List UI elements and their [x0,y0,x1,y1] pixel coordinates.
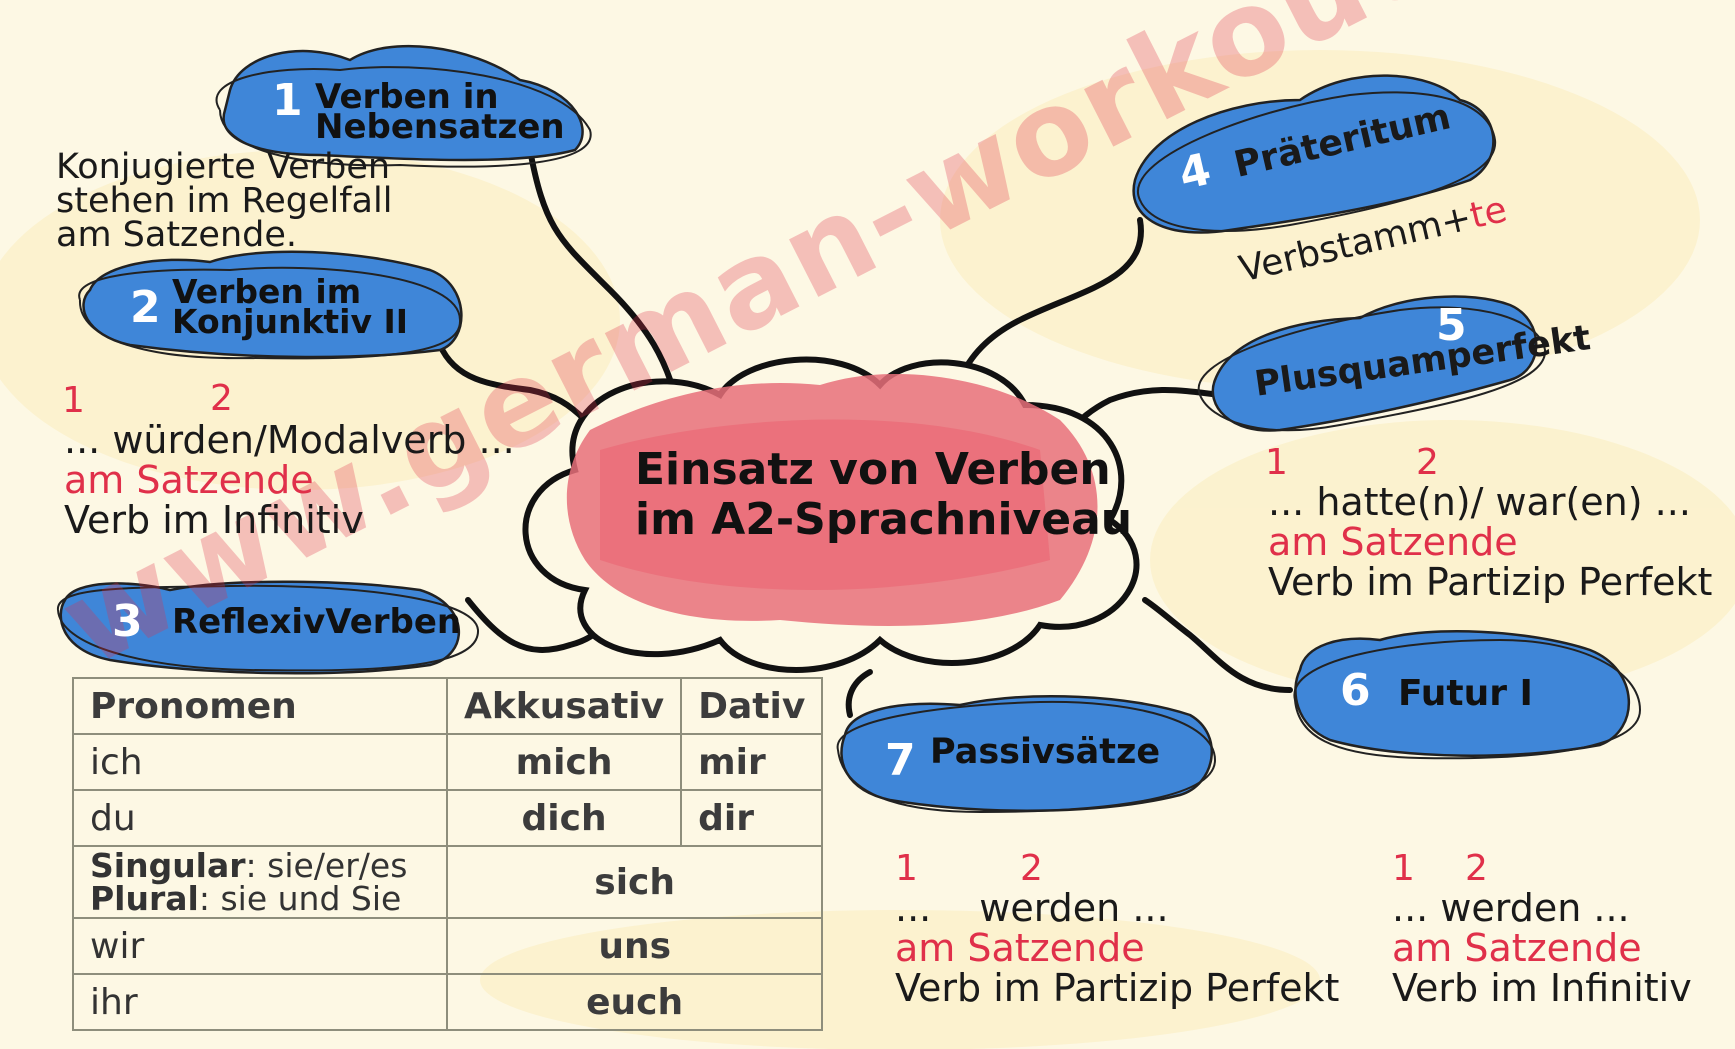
node-5-line-2: am Satzende [1268,520,1518,564]
node-6-line-1: ... werden ... [1392,886,1630,930]
node-1-number: 1 [272,75,303,126]
cell-akk-dativ: sich [445,845,824,919]
node-2-title: Verben im Konjunktiv II [172,272,409,341]
reflexive-pronoun-table: Pronomen Akkusativ Dativ ich mich mir du… [72,677,824,1031]
cloud-3 [59,580,460,675]
cell-dativ: dir [680,789,824,847]
cell-akk-dativ: uns [445,917,824,975]
cloud-6 [1294,630,1631,757]
label-plural: Plural [90,879,199,918]
node-6-mark-1: 1 [1392,848,1415,889]
node-1-title-line-2: Nebensatzen [315,107,565,147]
center-cloud [522,356,1140,673]
node-2-line-1: ... würden/Modalverb ... [64,418,515,462]
center-title-line-2: im A2-Sprachniveau [635,494,1133,545]
node-7-line-3: Verb im Partizip Perfekt [895,966,1340,1010]
node-2-mark-2: 2 [210,378,233,419]
node-3-title: ReflexivVerben [172,602,462,642]
node-1-text-line-1: Konjugierte Verben [56,147,391,187]
table-row: wir uns [72,917,824,975]
cloud-outlines [56,66,1642,814]
branch-2 [437,342,588,423]
cloud-shapes [59,44,1631,812]
node-1-title: Verben in Nebensatzen [315,77,565,147]
header-pronomen: Pronomen [72,677,448,735]
branch-4 [957,217,1144,383]
table-row: du dich dir [72,789,824,847]
header-akkusativ: Akkusativ [445,677,683,735]
header-dativ: Dativ [680,677,824,735]
node-7-line-1-a: ... [895,886,932,930]
node-6-mark-2: 2 [1465,848,1488,889]
node-7-line-2: am Satzende [895,926,1145,970]
node-2-mark-1: 1 [62,380,85,421]
node-1-text-line-2: stehen im Regelfall [56,181,393,221]
node-6-line-3: Verb im Infinitiv [1392,966,1692,1010]
cell-pronoun: wir [72,917,448,975]
cloud-1 [222,44,584,162]
node-5-line-3: Verb im Partizip Perfekt [1268,560,1713,604]
table-row: ihr euch [72,973,824,1031]
node-7-number: 7 [885,735,916,786]
node-1-text-line-3: am Satzende. [56,215,298,255]
node-5-mark-2: 2 [1416,442,1439,483]
center-title: Einsatz von Verben im A2-Sprachniveau [635,445,1132,545]
cell-pronoun: Singular: sie/er/es Plural: sie und Sie [72,845,448,919]
node-7-title: Passivsätze [930,732,1161,772]
node-2-description: ... würden/Modalverb ... am Satzende Ver… [64,420,515,540]
cell-pronoun: ihr [72,973,448,1031]
node-7-line-1-b: werden ... [979,886,1169,930]
node-5-line-1: ... hatte(n)/ war(en) ... [1268,480,1691,524]
cell-akkusativ: mich [445,733,683,791]
table-header-row: Pronomen Akkusativ Dativ [72,677,824,735]
cell-pronoun: du [72,789,448,847]
node-2-line-2: am Satzende [64,458,314,502]
node-6-description: ... werden ... am Satzende Verb im Infin… [1392,888,1692,1008]
node-7-description: ... werden ... am Satzende Verb im Partiz… [895,888,1339,1008]
node-6-line-2: am Satzende [1392,926,1642,970]
branch-lines [437,147,1293,718]
branch-1 [527,147,678,398]
node-6-title: Futur I [1398,673,1533,714]
table-row: ich mich mir [72,733,824,791]
node-1-title-line-1: Verben in [315,77,499,117]
node-7-mark-1: 1 [895,848,918,889]
label-singular: Singular [90,846,246,885]
table-row: Singular: sie/er/es Plural: sie und Sie … [72,845,824,919]
node-2-title-line-2: Konjunktiv II [172,302,409,341]
branch-6 [1142,597,1293,693]
node-3-number: 3 [112,596,143,647]
node-7-mark-2: 2 [1020,848,1043,889]
node-5-description: ... hatte(n)/ war(en) ... am Satzende Ve… [1268,482,1712,602]
center-title-line-1: Einsatz von Verben [635,444,1111,495]
node-6-number: 6 [1340,665,1371,716]
cell-akk-dativ: euch [445,973,824,1031]
cell-akkusativ: dich [445,789,683,847]
node-5-mark-1: 1 [1265,442,1288,483]
node-2-number: 2 [130,282,161,333]
text-plural: : sie und Sie [198,879,402,918]
node-5-number: 5 [1436,300,1467,351]
node-2-title-line-1: Verben im [172,272,362,311]
text-singular: : sie/er/es [245,846,408,885]
node-2-line-3: Verb im Infinitiv [64,498,364,542]
node-7-line-1: ... werden ... [895,888,1339,928]
cell-pronoun: ich [72,733,448,791]
branch-7 [845,669,873,718]
cell-dativ: mir [680,733,824,791]
node-1-description: Konjugierte Verben stehen im Regelfall a… [56,147,393,255]
